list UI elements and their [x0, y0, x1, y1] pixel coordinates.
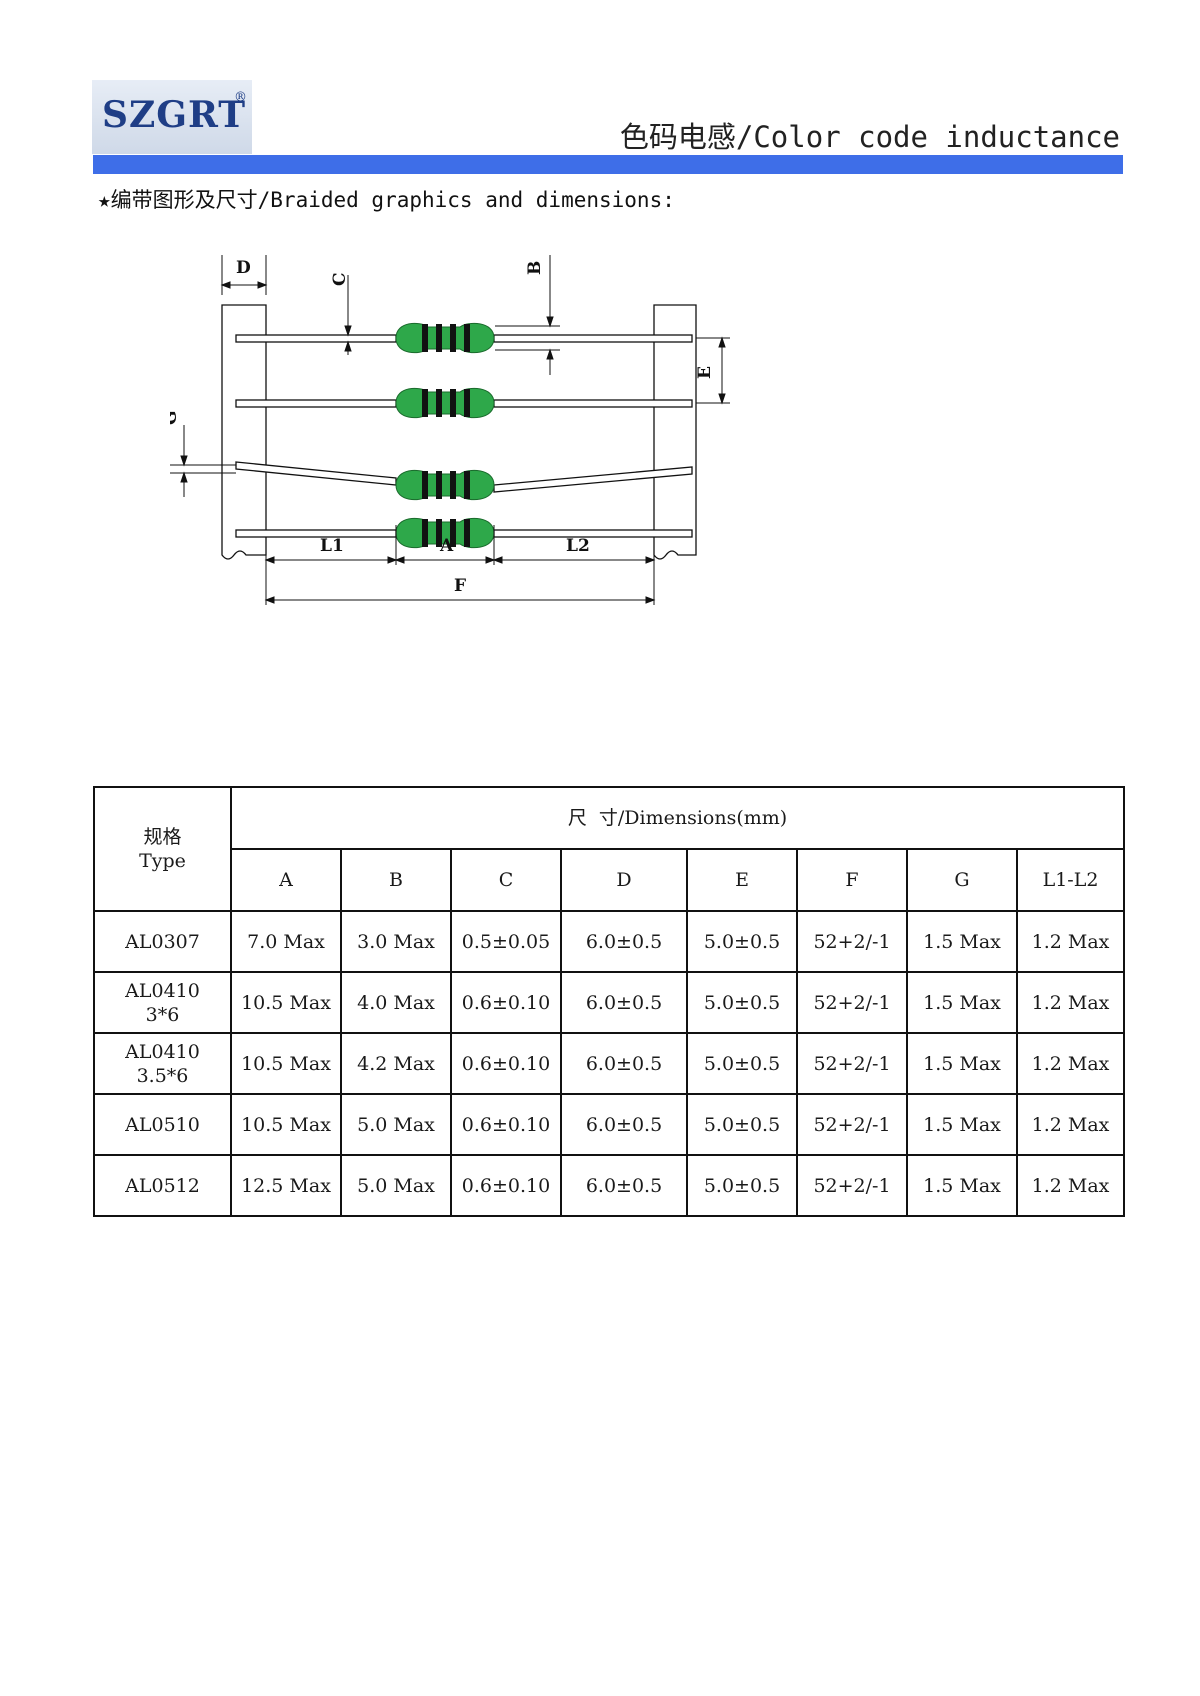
type-header-cn: 规格	[143, 826, 182, 848]
table-cell: 1.2 Max	[1015, 1032, 1126, 1095]
type-name: AL0307	[125, 930, 200, 953]
column-header: G	[906, 848, 1018, 912]
type-size: 3.5*6	[136, 1064, 189, 1087]
label-G: G	[170, 410, 181, 425]
table-cell: 5.0 Max	[340, 1093, 452, 1156]
table-cell: 12.5 Max	[230, 1154, 342, 1217]
table-cell: 10.5 Max	[230, 971, 342, 1034]
table-cell: 52+2/-1	[796, 1032, 908, 1095]
label-L1: L1	[320, 536, 344, 556]
dimensions-table: 规格 Type 尺 寸/Dimensions(mm) A B C D E F G…	[93, 786, 1126, 1217]
table-cell: 4.2 Max	[340, 1032, 452, 1095]
table-row: AL0307 7.0 Max 3.0 Max 0.5±0.05 6.0±0.5 …	[93, 910, 1126, 973]
label-D: D	[236, 258, 251, 278]
table-cell: 6.0±0.5	[560, 971, 688, 1034]
table-cell: 5.0 Max	[340, 1154, 452, 1217]
type-cell: AL0307	[93, 910, 232, 973]
table-cell: 52+2/-1	[796, 971, 908, 1034]
type-cell: AL0510	[93, 1093, 232, 1156]
table-cell: 0.6±0.10	[450, 1154, 562, 1217]
type-header-en: Type	[139, 850, 186, 872]
logo-text: SZGRT	[102, 94, 247, 136]
label-E: E	[695, 366, 715, 379]
table-cell: 6.0±0.5	[560, 1154, 688, 1217]
table-cell: 5.0±0.5	[686, 910, 798, 973]
table-cell: 4.0 Max	[340, 971, 452, 1034]
table-cell: 1.5 Max	[906, 1032, 1018, 1095]
table-cell: 0.5±0.05	[450, 910, 562, 973]
column-header: C	[450, 848, 562, 912]
label-F: F	[454, 576, 466, 596]
type-name: AL0512	[125, 1174, 200, 1197]
table-cell: 0.6±0.10	[450, 1032, 562, 1095]
table-cell: 3.0 Max	[340, 910, 452, 973]
table-row: AL0510 10.5 Max 5.0 Max 0.6±0.10 6.0±0.5…	[93, 1093, 1126, 1156]
column-header: B	[340, 848, 452, 912]
table-cell: 6.0±0.5	[560, 1032, 688, 1095]
column-header: L1-L2	[1015, 848, 1126, 912]
table-cell: 5.0±0.5	[686, 1154, 798, 1217]
table-cell: 5.0±0.5	[686, 1032, 798, 1095]
page-title: 色码电感/Color code inductance	[619, 120, 1120, 154]
table-cell: 1.2 Max	[1015, 1154, 1126, 1217]
type-header: 规格 Type	[93, 786, 232, 912]
type-name: AL0410	[125, 979, 200, 1002]
column-header: E	[686, 848, 798, 912]
table-cell: 10.5 Max	[230, 1032, 342, 1095]
table-cell: 6.0±0.5	[560, 910, 688, 973]
label-B: B	[525, 261, 545, 275]
company-logo: SZGRT ®	[92, 80, 252, 154]
table-cell: 6.0±0.5	[560, 1093, 688, 1156]
table-cell: 1.2 Max	[1015, 971, 1126, 1034]
table-cell: 52+2/-1	[796, 910, 908, 973]
type-name: AL0510	[125, 1113, 200, 1136]
type-size: 3*6	[145, 1003, 180, 1026]
table-cell: 1.5 Max	[906, 1154, 1018, 1217]
table-cell: 7.0 Max	[230, 910, 342, 973]
tape-diagram: D C B E G L1 A L2 F	[170, 255, 730, 605]
column-header: F	[796, 848, 908, 912]
table-cell: 10.5 Max	[230, 1093, 342, 1156]
table-cell: 1.5 Max	[906, 910, 1018, 973]
section-heading: ★编带图形及尺寸/Braided graphics and dimensions…	[98, 188, 675, 212]
table-row: AL0512 12.5 Max 5.0 Max 0.6±0.10 6.0±0.5…	[93, 1154, 1126, 1217]
table-cell: 1.5 Max	[906, 971, 1018, 1034]
column-header: A	[230, 848, 342, 912]
type-cell: AL0512	[93, 1154, 232, 1217]
table-cell: 1.5 Max	[906, 1093, 1018, 1156]
table-cell: 1.2 Max	[1015, 910, 1126, 973]
table-cell: 52+2/-1	[796, 1154, 908, 1217]
header-divider	[93, 155, 1123, 174]
table-cell: 0.6±0.10	[450, 1093, 562, 1156]
table-cell: 5.0±0.5	[686, 971, 798, 1034]
label-C: C	[330, 272, 350, 286]
label-L2: L2	[566, 536, 590, 556]
column-header: D	[560, 848, 688, 912]
table-cell: 1.2 Max	[1015, 1093, 1126, 1156]
table-cell: 52+2/-1	[796, 1093, 908, 1156]
dimensions-header: 尺 寸/Dimensions(mm)	[229, 786, 1126, 850]
table-cell: 0.6±0.10	[450, 971, 562, 1034]
label-A: A	[439, 536, 454, 556]
registered-mark: ®	[234, 90, 247, 105]
inductor-bodies	[395, 322, 495, 549]
type-name: AL0410	[125, 1040, 200, 1063]
table-cell: 5.0±0.5	[686, 1093, 798, 1156]
